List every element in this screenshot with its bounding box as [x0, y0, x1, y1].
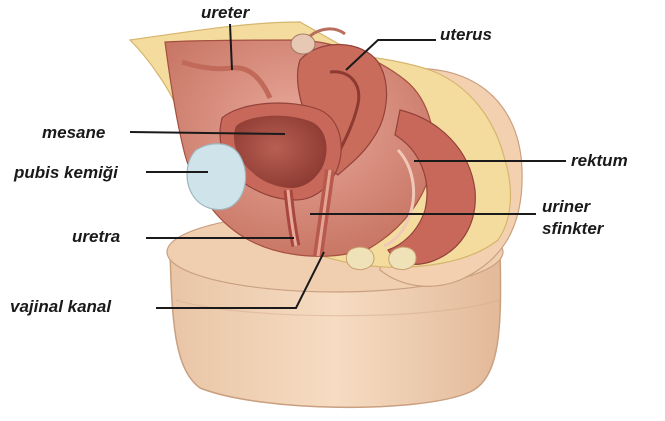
label-pubis: pubis kemiği	[13, 163, 208, 182]
label-pubis-text: pubis kemiği	[13, 163, 119, 182]
label-uretra-text: uretra	[72, 227, 120, 246]
pubic-bone	[187, 144, 245, 210]
label-uterus-text: uterus	[440, 25, 492, 44]
label-uriner-line2: sfinkter	[542, 219, 605, 238]
label-mesane-text: mesane	[42, 123, 105, 142]
label-ureter-text: ureter	[201, 3, 251, 22]
label-rektum-text: rektum	[571, 151, 628, 170]
label-uriner-line1: uriner	[542, 197, 592, 216]
label-vajinal-text: vajinal kanal	[10, 297, 112, 316]
